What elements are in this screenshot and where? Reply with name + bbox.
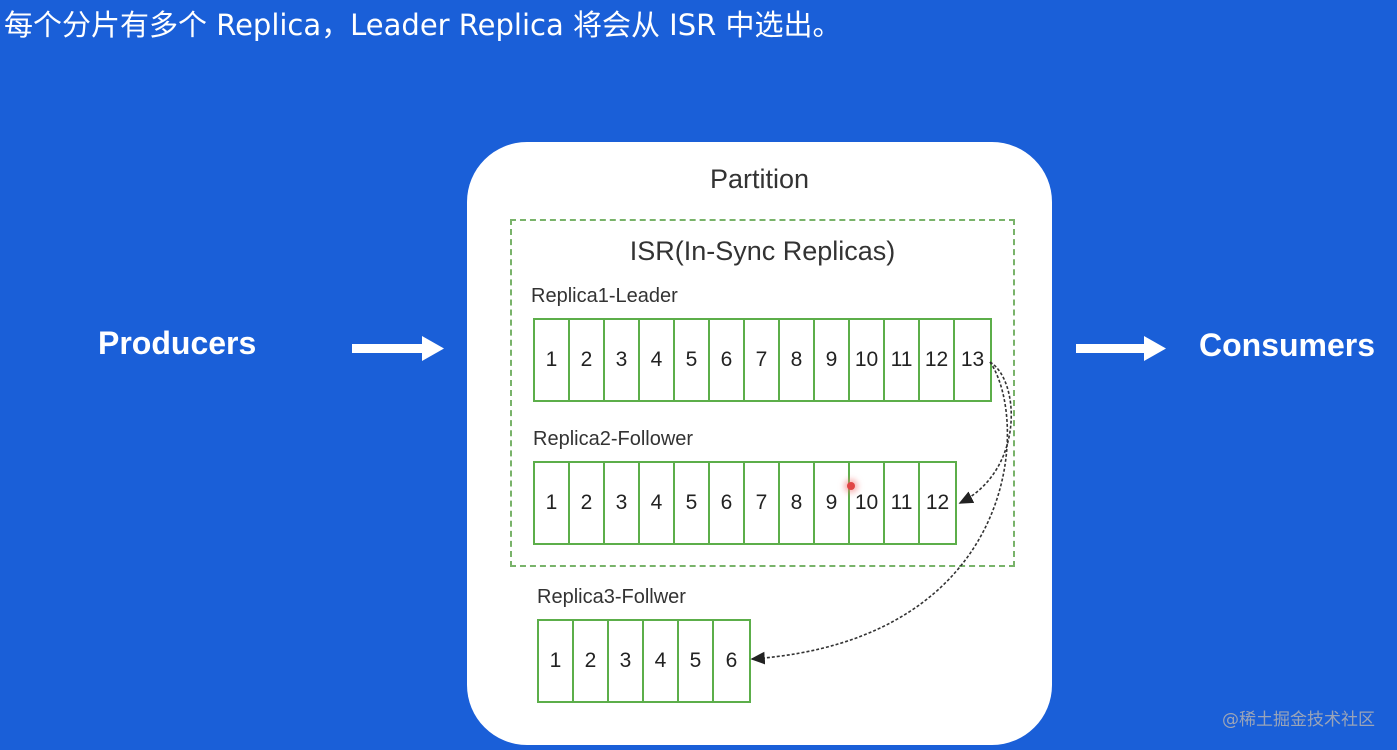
log-segment-cell: 10 — [850, 320, 885, 400]
isr-group-box: ISR(In-Sync Replicas) — [510, 219, 1015, 567]
log-segment-cell: 3 — [609, 621, 644, 701]
log-segment-cell: 9 — [815, 463, 850, 543]
log-segment-cell: 7 — [745, 320, 780, 400]
log-segment-cell: 9 — [815, 320, 850, 400]
replica2-label: Replica2-Follower — [533, 428, 694, 450]
log-segment-cell: 12 — [920, 320, 955, 400]
log-segment-cell: 10 — [850, 463, 885, 543]
log-segment-cell: 6 — [710, 320, 745, 400]
log-segment-cell: 12 — [925, 491, 950, 514]
watermark: @稀土掘金技术社区 — [1222, 710, 1375, 730]
replicate-to-replica2-arrow — [958, 361, 1012, 504]
log-segment-cell: 4 — [644, 621, 679, 701]
log-segment-cell: 2 — [570, 463, 605, 543]
log-segment-cell: 11 — [885, 463, 920, 543]
log-segment-cell: 5 — [679, 621, 714, 701]
consumers-label: Consumers — [1199, 327, 1376, 363]
log-segment-cell: 4 — [640, 320, 675, 400]
producers-label: Producers — [98, 325, 257, 361]
log-segment-cell: 13 — [960, 348, 985, 371]
consumers-arrow-icon — [1076, 336, 1166, 361]
partition-title: Partition — [709, 164, 810, 194]
log-segment-cell: 11 — [885, 320, 920, 400]
log-segment-cell: 1 — [535, 463, 570, 543]
log-segment-cell: 6 — [710, 463, 745, 543]
replica1-label: Replica1-Leader — [531, 285, 678, 307]
log-segment-cell: 2 — [570, 320, 605, 400]
pointer-dot — [847, 482, 855, 490]
slide-caption: 每个分片有多个 Replica，Leader Replica 将会从 ISR 中… — [4, 8, 842, 42]
log-segment-cell: 1 — [535, 320, 570, 400]
log-segment-cell: 3 — [605, 463, 640, 543]
log-segment-cell: 7 — [745, 463, 780, 543]
log-segment-cell: 2 — [574, 621, 609, 701]
isr-title: ISR(In-Sync Replicas) — [629, 236, 896, 266]
log-segment-cell: 4 — [640, 463, 675, 543]
log-segment-cell: 5 — [675, 320, 710, 400]
log-segment-cell: 8 — [780, 463, 815, 543]
log-segment-cell: 1 — [539, 621, 574, 701]
replicate-to-replica3-arrow — [750, 361, 1009, 665]
log-segment-cell: 6 — [725, 649, 738, 672]
log-segment-cell: 8 — [780, 320, 815, 400]
log-segment-cell: 3 — [605, 320, 640, 400]
replica3-label: Replica3-Follwer — [537, 586, 686, 608]
log-segment-cell: 5 — [675, 463, 710, 543]
partition-box: Partition ISR(In-Sync Replicas) Replica1… — [467, 142, 1052, 745]
producers-arrow-icon — [352, 336, 444, 361]
